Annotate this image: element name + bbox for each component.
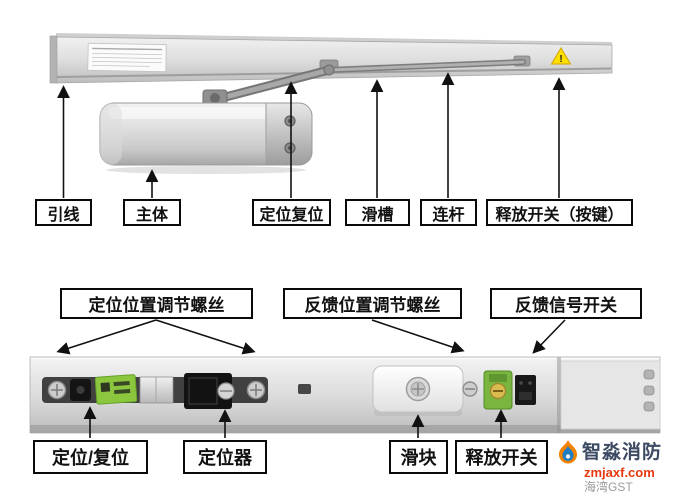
label-position-reset: 定位复位 — [252, 199, 331, 226]
label-lead-wire: 引线 — [35, 199, 92, 226]
label-slide-channel: 滑槽 — [345, 199, 410, 226]
label-release-switch: 释放开关 — [455, 440, 548, 474]
arm-assembly — [202, 55, 531, 107]
body-screw — [284, 115, 296, 127]
green-sticker — [94, 374, 138, 405]
label-link-rod: 连杆 — [420, 199, 477, 226]
rail-end-section — [560, 360, 661, 430]
metal-block — [139, 376, 174, 404]
brand-name: 智淼消防 — [581, 442, 662, 464]
label-feedback-signal-switch: 反馈信号开关 — [490, 288, 642, 319]
warning-icon: ! — [550, 47, 572, 65]
brand-logo-flame-icon — [558, 440, 577, 464]
label-position-adjust-screw: 定位位置调节螺丝 — [60, 288, 253, 319]
release-switch-module — [483, 370, 513, 410]
rail-nameplate — [87, 42, 167, 73]
brand-watermark: 智淼消防 zmjaxf.com 海湾GST — [557, 440, 662, 494]
callout-lines — [56, 72, 566, 438]
brand-url: zmjaxf.com — [583, 465, 655, 481]
rail-end-holes — [643, 369, 655, 412]
slider-block — [372, 365, 464, 416]
label-feedback-adjust-screw: 反馈位置调节螺丝 — [283, 288, 462, 319]
feedback-signal-switch-module — [515, 375, 536, 405]
position-adjust-screw-left — [47, 380, 67, 400]
label-release-switch-button: 释放开关（按键） — [486, 199, 633, 226]
bottom-rail — [29, 356, 661, 434]
warning-mark: ! — [559, 54, 562, 65]
positioner-module — [184, 373, 235, 409]
rail-slot — [298, 384, 311, 394]
label-position-reset-switch: 定位/复位 — [33, 440, 148, 474]
position-adjust-screw-right — [246, 380, 266, 400]
brand-subtitle: 海湾GST — [583, 479, 633, 494]
closer-body — [99, 102, 313, 174]
body-screw — [284, 142, 296, 154]
label-main-body: 主体 — [123, 199, 181, 226]
label-positioner: 定位器 — [183, 440, 267, 474]
feedback-adjust-screw — [462, 381, 478, 397]
brand-row: 智淼消防 — [557, 440, 662, 466]
position-reset-knob — [70, 379, 91, 401]
label-slider: 滑块 — [389, 440, 448, 474]
